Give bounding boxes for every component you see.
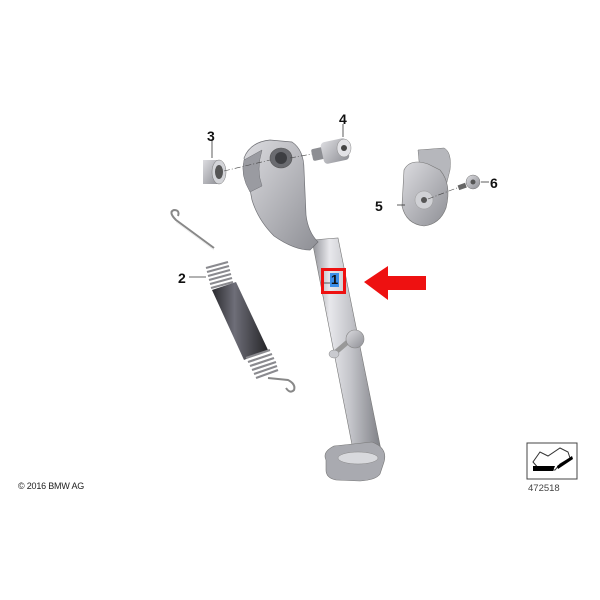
callout-3[interactable]: 3 <box>207 128 215 144</box>
callout-1[interactable]: 1 <box>330 272 340 287</box>
side-stand-part <box>242 139 386 482</box>
callout-4[interactable]: 4 <box>339 111 347 127</box>
diagram-number: 472518 <box>528 483 560 494</box>
highlight-box <box>321 268 346 294</box>
bushing-part <box>203 140 271 185</box>
bolt-part <box>289 124 352 164</box>
switch-part <box>397 147 451 227</box>
callout-5[interactable]: 5 <box>375 198 383 214</box>
callout-6[interactable]: 6 <box>490 175 498 191</box>
spring-part <box>170 208 296 393</box>
copyright-text: © 2016 BMW AG <box>18 481 85 491</box>
orientation-icon <box>526 442 578 480</box>
highlight-arrow-icon <box>364 266 426 300</box>
callout-2[interactable]: 2 <box>178 270 186 286</box>
screw-part <box>427 174 489 200</box>
